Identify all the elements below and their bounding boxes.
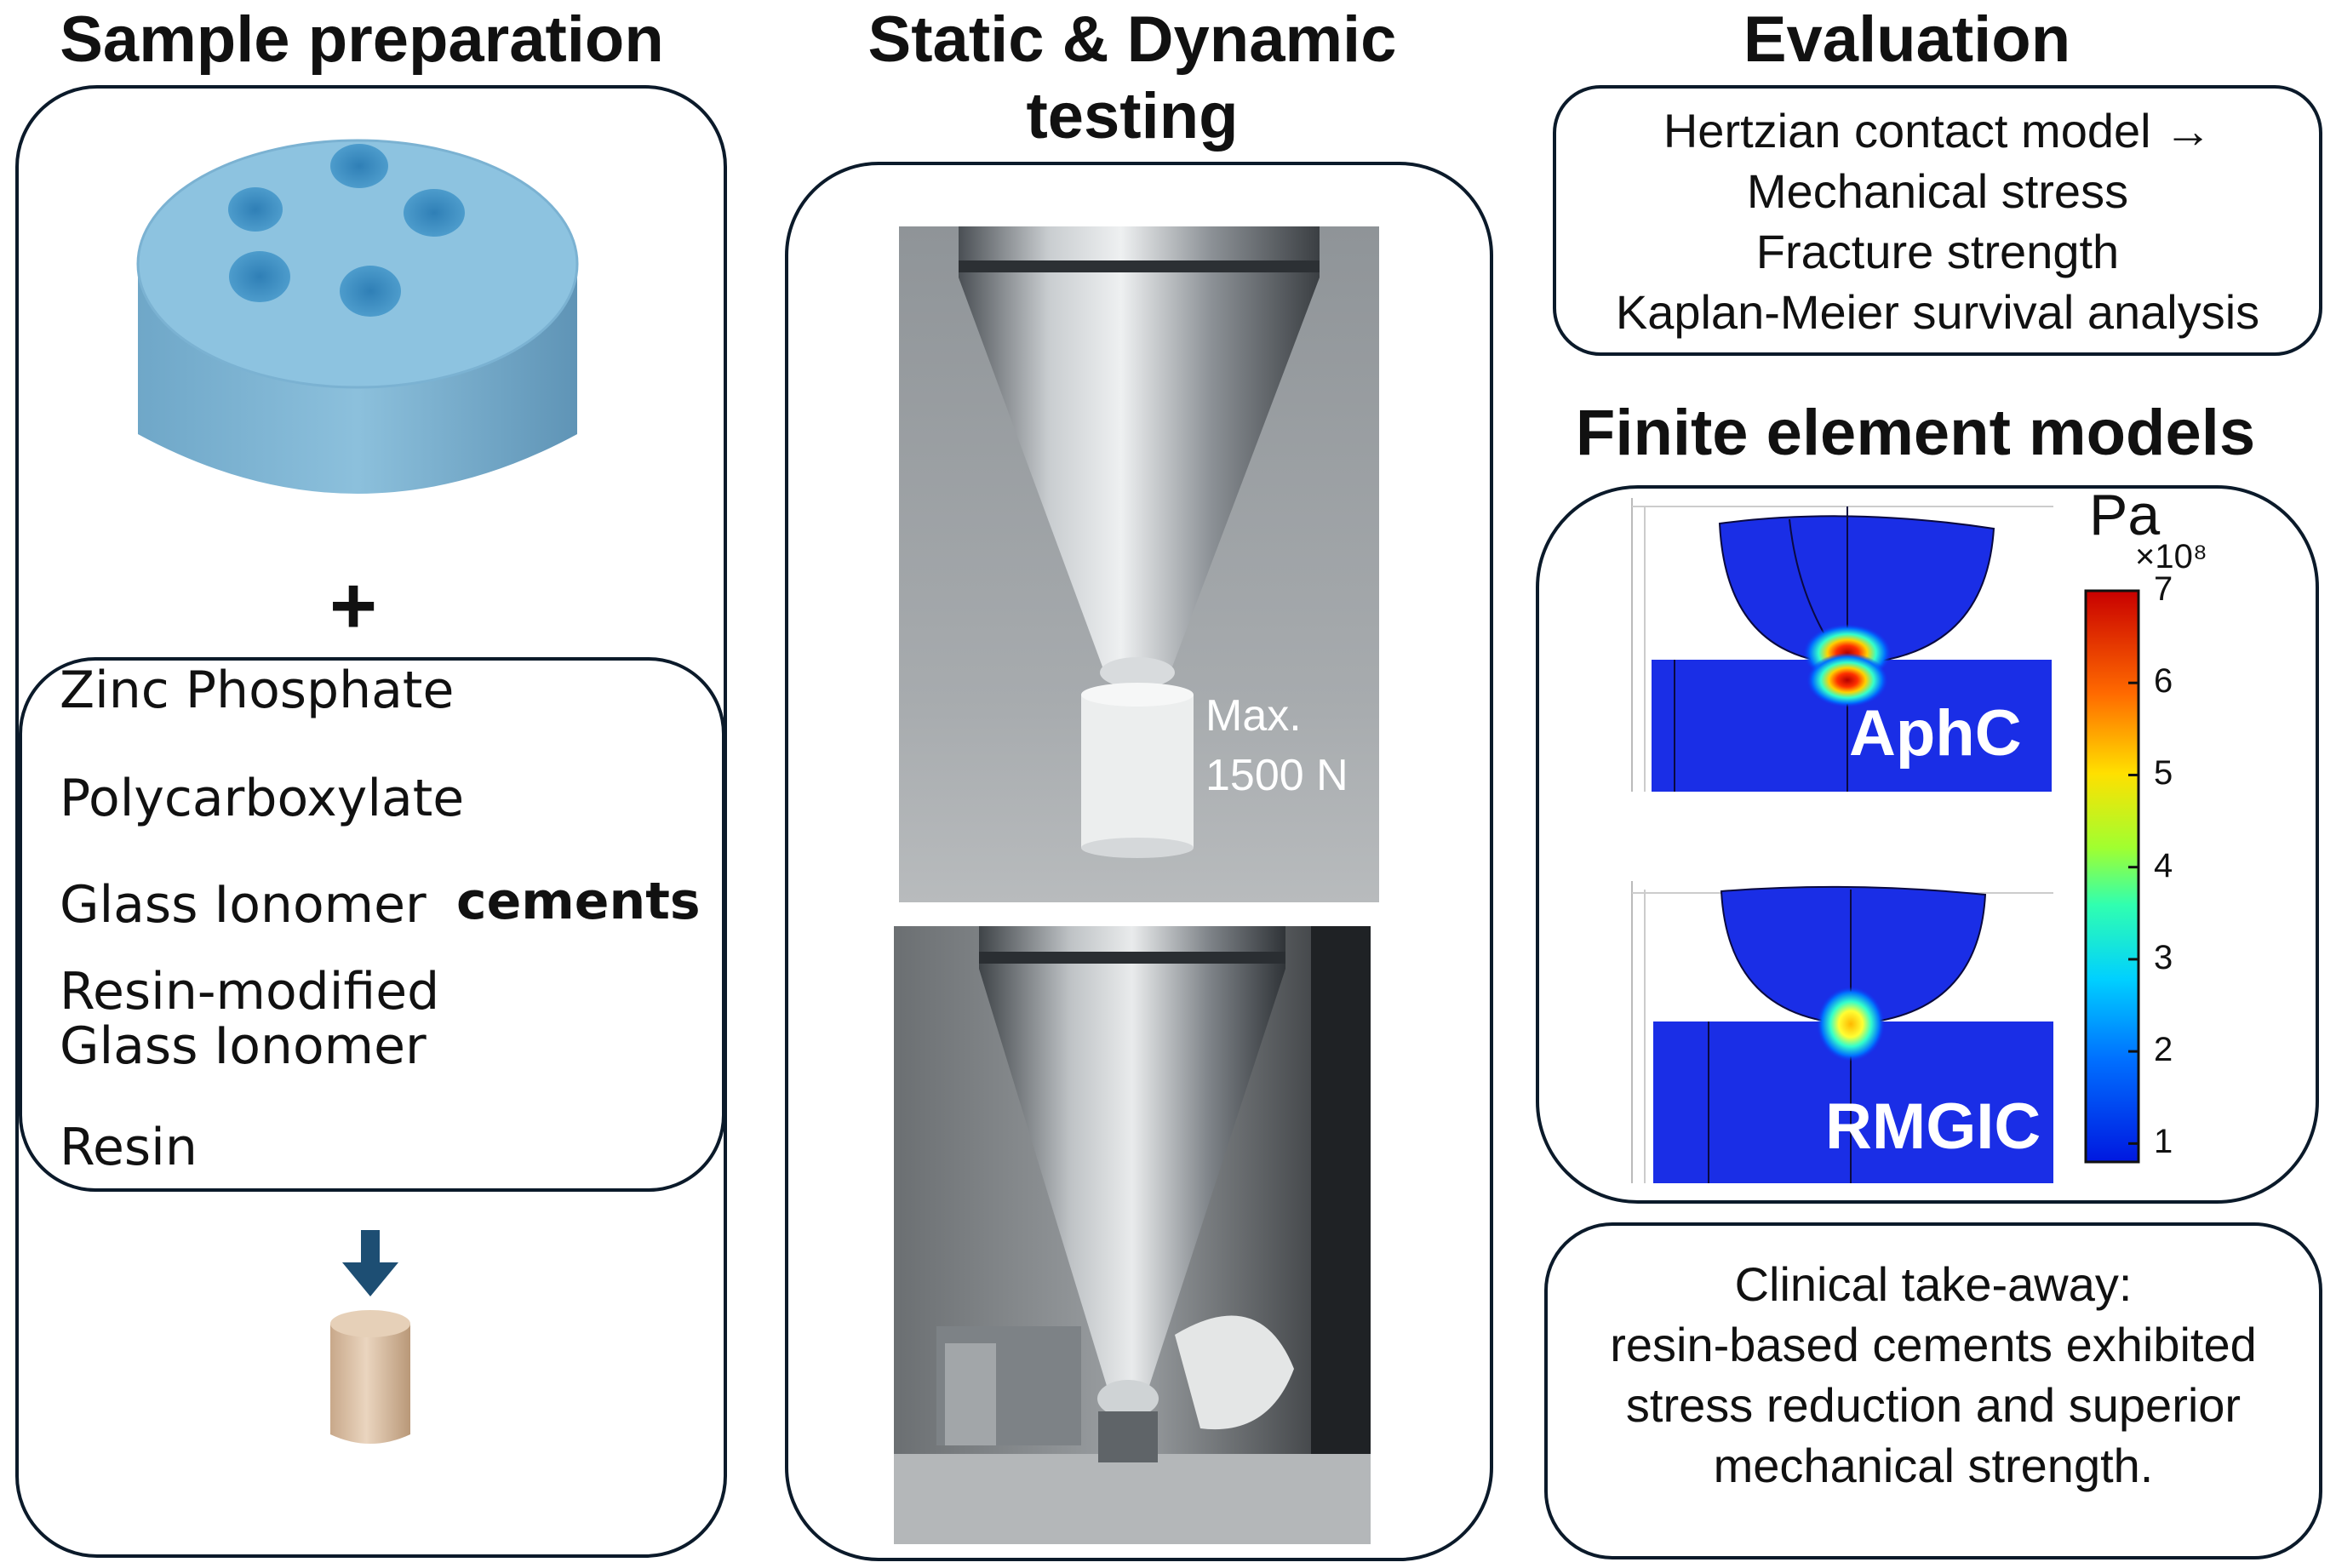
heading-finite-element-models: Finite element models — [1575, 397, 2256, 469]
heading-sample-preparation: Sample preparation — [60, 3, 664, 76]
clinical-takeaway-line: resin-based cements exhibited — [1610, 1318, 2257, 1372]
fem-model-aphc — [1628, 498, 2053, 792]
colorbar-exponent-label: ×10⁸ — [2135, 538, 2207, 575]
evaluation-line: Hertzian contact model → — [1663, 104, 2213, 157]
evaluation-line: Fracture strength — [1755, 225, 2120, 279]
cement-list-panel — [19, 657, 725, 1192]
colorbar-tick-label: 1 — [2154, 1123, 2173, 1161]
sample-prep-panel — [15, 85, 727, 1558]
static-test-image — [899, 226, 1379, 902]
colorbar-tick-label: 4 — [2154, 846, 2173, 884]
cement-item: Resin-modified Glass Ionomer — [60, 962, 440, 1076]
fem-model-rmgic — [1628, 881, 2053, 1183]
colorbar-tick-label: 6 — [2154, 662, 2173, 701]
colorbar-tick-label: 3 — [2154, 938, 2173, 976]
clinical-takeaway-text: Clinical take-away: resin-based cements … — [1554, 1254, 2312, 1496]
cement-specimen-image — [323, 1307, 417, 1456]
fem-panel — [1536, 485, 2319, 1204]
clinical-takeaway-panel — [1544, 1222, 2322, 1559]
heading-evaluation: Evaluation — [1743, 3, 2071, 76]
evaluation-line: Kaplan-Meier survival analysis — [1615, 285, 2260, 340]
fem-label-rmgic: RMGIC — [1825, 1090, 2041, 1163]
colorbar-tick-label: 2 — [2154, 1031, 2173, 1069]
cement-item: Resin — [60, 1118, 198, 1177]
fem-label-aphc: AphC — [1849, 697, 2022, 770]
colorbar-tick-label: 7 — [2154, 570, 2173, 608]
dynamic-test-image — [894, 926, 1371, 1544]
evaluation-text: Hertzian contact model → Mechanical stre… — [1563, 100, 2312, 342]
evaluation-line: Mechanical stress — [1746, 164, 2129, 219]
testing-panel — [785, 162, 1493, 1561]
cement-item: Polycarboxylate — [60, 769, 465, 828]
colorbar-tick-label: 5 — [2154, 754, 2173, 793]
evaluation-panel — [1553, 85, 2322, 356]
cement-item: Glass Ionomer — [60, 875, 427, 935]
clinical-takeaway-line: stress reduction and superior — [1625, 1378, 2242, 1433]
clinical-takeaway-line: mechanical strength. — [1713, 1439, 2154, 1493]
down-arrow-icon — [341, 1230, 400, 1298]
colorbar-tick-labels: 7 6 5 4 3 2 1 — [2154, 570, 2205, 1164]
silicone-mould-image — [128, 128, 587, 553]
plus-sign: + — [329, 560, 378, 651]
colorbar — [2084, 589, 2152, 1164]
max-load-label: Max. 1500 N — [1205, 691, 1348, 801]
colorbar-unit-label: Pa — [2089, 483, 2161, 547]
cements-group-label: cements — [456, 872, 701, 931]
clinical-takeaway-line: Clinical take-away: — [1734, 1257, 2133, 1311]
cement-item: Zinc Phosphate — [60, 661, 455, 720]
heading-testing: Static & Dynamic testing — [867, 3, 1397, 152]
